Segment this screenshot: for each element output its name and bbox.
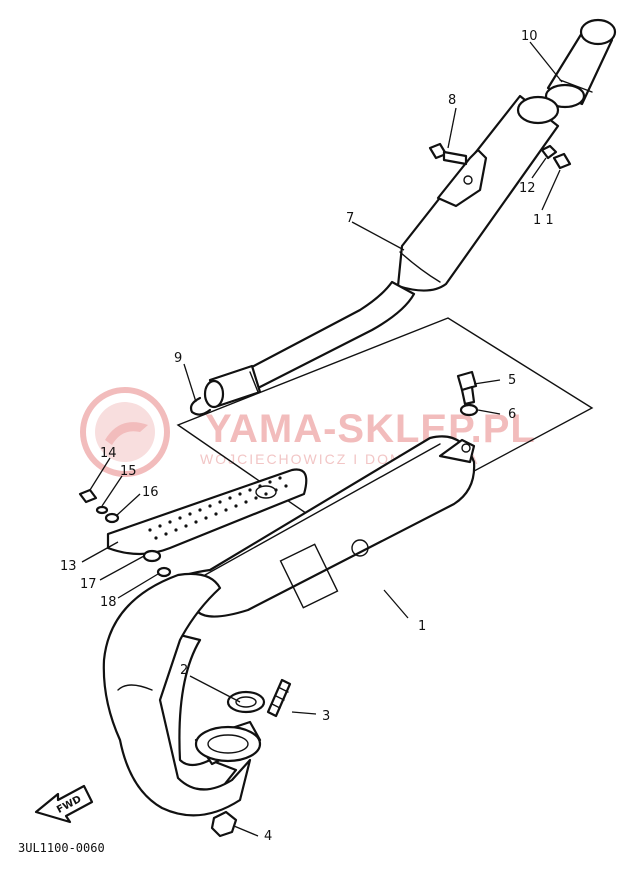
callout-15: 15 [120,464,137,479]
callout-6: 6 [508,407,516,422]
nut-18 [156,566,172,578]
screw-11 [552,152,572,170]
silencer-end-cap [544,18,617,109]
washer-17 [142,549,162,563]
callout-16: 16 [142,485,159,500]
callout-9: 9 [174,351,182,366]
circlip-9 [189,396,212,416]
watermark-logo-icon [80,387,170,477]
callout-8: 8 [448,93,456,108]
callout-5: 5 [508,373,516,388]
callout-14: 14 [100,446,117,461]
bolt-8 [428,142,468,166]
callout-4: 4 [264,829,272,844]
callout-1: 1 [418,619,426,634]
exhaust-chamber [102,435,476,817]
fwd-arrow-icon: FWD [34,784,94,824]
clip-12 [540,144,558,160]
callout-17: 17 [80,577,97,592]
bolt-14 [78,488,98,504]
collar-16 [104,512,120,524]
callout-11: 1 1 [533,213,554,228]
watermark-brand: YAMA-SKLEP.PL [205,407,536,451]
callouts: 10 8 7 12 1 1 9 5 6 1 2 3 4 14 15 16 13 … [60,29,554,844]
callout-13: 13 [60,559,77,574]
leader-lines [81,41,563,837]
nut-4 [210,810,238,838]
stud-bolt-3 [266,678,292,718]
gasket-2 [226,690,266,714]
callout-12: 12 [519,181,536,196]
washer-15 [95,505,109,515]
assembly-outline [176,317,594,541]
washer-6 [459,403,479,417]
bolt-5 [456,370,478,406]
callout-18: 18 [100,595,117,610]
diagram-code: 3UL1100-0060 [18,841,105,855]
callout-2: 2 [180,663,188,678]
heat-guard-perforations [148,476,288,540]
heat-guard [106,468,308,556]
callout-7: 7 [346,211,354,226]
tail-pipe [203,94,560,409]
callout-3: 3 [322,709,330,724]
callout-10: 10 [521,29,538,44]
